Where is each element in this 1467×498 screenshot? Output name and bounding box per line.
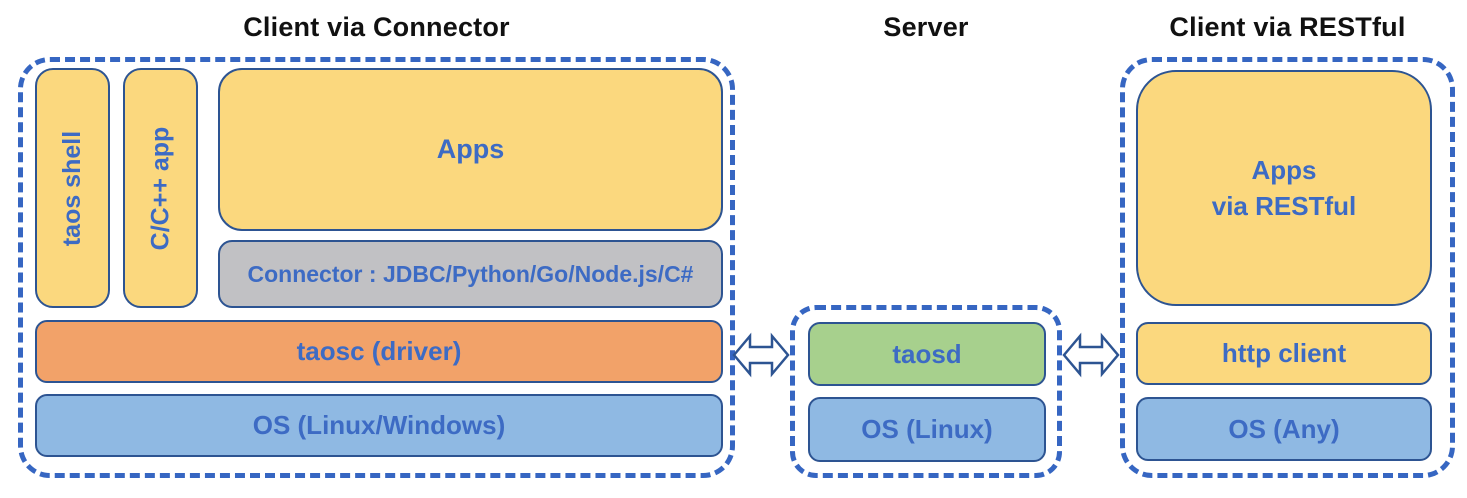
box-os-any: OS (Any) bbox=[1136, 397, 1432, 461]
taosd-label: taosd bbox=[892, 338, 962, 369]
os-any-label: OS (Any) bbox=[1228, 413, 1340, 444]
section-title-client-via-restful: Client via RESTful bbox=[1169, 12, 1406, 42]
group-client-via-restful bbox=[1120, 57, 1455, 478]
box-taosd: taosd bbox=[808, 322, 1046, 386]
box-cpp-app: C/C++ app bbox=[123, 68, 198, 308]
os-linux-label: OS (Linux) bbox=[861, 414, 993, 444]
taos-shell-label: taos shell bbox=[58, 130, 87, 246]
box-apps-via-restful: Apps via RESTful bbox=[1136, 70, 1432, 306]
cpp-app-label: C/C++ app bbox=[146, 126, 174, 250]
box-http-client: http client bbox=[1136, 322, 1432, 385]
group-server bbox=[790, 305, 1062, 478]
apps-via-restful-line2: via RESTful bbox=[1211, 191, 1357, 221]
box-taosc-driver: taosc (driver) bbox=[35, 320, 723, 383]
box-os-linux-windows: OS (Linux/Windows) bbox=[35, 394, 723, 457]
box-apps: Apps bbox=[218, 68, 723, 231]
connector-bar-label: Connector : JDBC/Python/Go/Node.js/C# bbox=[247, 260, 694, 287]
apps-via-restful-line1: Apps bbox=[1251, 154, 1317, 185]
section-title-server: Server bbox=[883, 12, 969, 42]
double-arrow-icon-left bbox=[732, 332, 790, 378]
group-client-via-connector bbox=[18, 57, 735, 478]
box-os-linux: OS (Linux) bbox=[808, 397, 1046, 462]
os-linux-windows-label: OS (Linux/Windows) bbox=[252, 410, 506, 440]
double-arrow-icon-right bbox=[1062, 332, 1120, 378]
apps-label: Apps bbox=[436, 134, 505, 164]
http-client-label: http client bbox=[1221, 338, 1347, 368]
taosc-driver-label: taosc (driver) bbox=[296, 336, 462, 366]
section-title-client-via-connector: Client via Connector bbox=[243, 12, 510, 42]
box-connector-bar: Connector : JDBC/Python/Go/Node.js/C# bbox=[218, 240, 723, 308]
box-taos-shell: taos shell bbox=[35, 68, 110, 308]
